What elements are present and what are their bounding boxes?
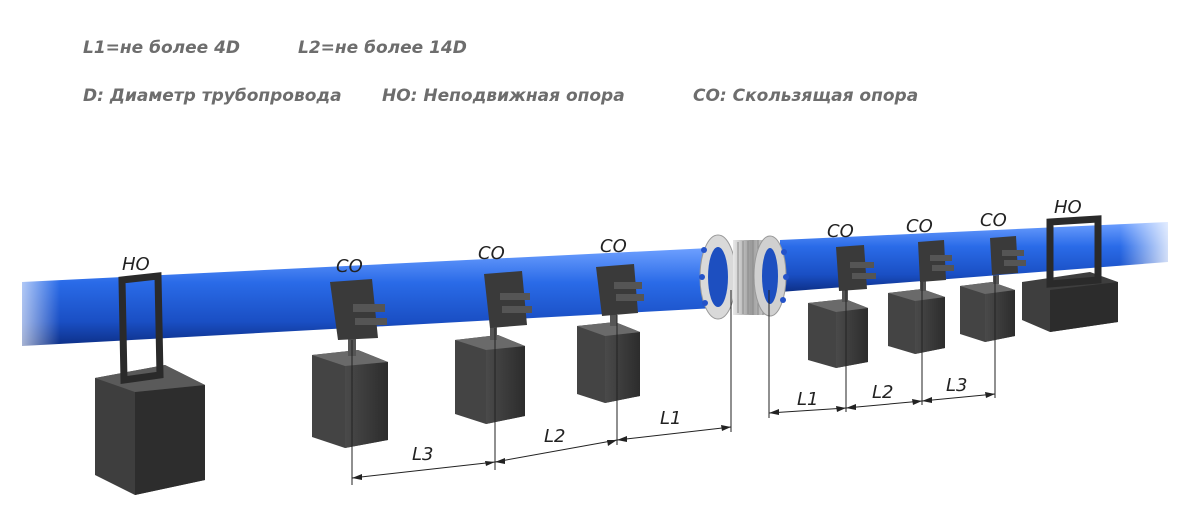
fixed-support-frame-left [118, 272, 164, 385]
label-co-3: СО [600, 236, 627, 257]
clamp-2 [484, 271, 532, 328]
fixed-support-frame-right [1046, 215, 1102, 288]
label-ho-left: НО [122, 254, 150, 275]
legend-d: D: Диаметр трубопровода [83, 86, 342, 106]
pipe-right [780, 222, 1168, 292]
sliding-support-pedestal-4 [808, 286, 868, 368]
clamp-5 [918, 240, 954, 282]
sliding-support-pedestal-5 [888, 277, 945, 354]
label-l3-left: L3 [412, 444, 433, 465]
dimension-lines [351, 276, 996, 485]
label-ho-right: НО [1054, 197, 1082, 218]
fixed-support-left [95, 365, 205, 495]
sliding-support-pedestal-3 [577, 308, 640, 403]
label-co-5: СО [906, 216, 933, 237]
clamp-4 [836, 245, 876, 291]
legend-ho: НО: Неподвижная опора [382, 86, 625, 106]
label-l3-right: L3 [946, 375, 967, 396]
label-l2-left: L2 [544, 426, 565, 447]
fixed-support-right [1022, 272, 1118, 332]
sliding-support-pedestal-2 [455, 322, 525, 424]
label-co-2: СО [478, 243, 505, 264]
label-l2-right: L2 [872, 382, 893, 403]
sliding-support-pedestal-6 [960, 270, 1015, 342]
label-co-1: СО [336, 256, 363, 277]
sliding-support-pedestal-1 [312, 338, 388, 448]
clamp-6 [990, 236, 1026, 275]
clamp-3 [596, 264, 644, 316]
legend-co: СО: Скользящая опора [693, 86, 919, 106]
label-l1-right: L1 [797, 389, 818, 410]
dimension-arrowheads [352, 392, 995, 480]
label-co-4: СО [827, 221, 854, 242]
legend-l1: L1=не более 4D [83, 38, 241, 58]
expansion-joint [699, 234, 789, 320]
legend-l2: L2=не более 14D [298, 38, 467, 58]
label-co-6: СО [980, 210, 1007, 231]
clamp-1 [330, 279, 387, 340]
label-l1-left: L1 [660, 408, 681, 429]
